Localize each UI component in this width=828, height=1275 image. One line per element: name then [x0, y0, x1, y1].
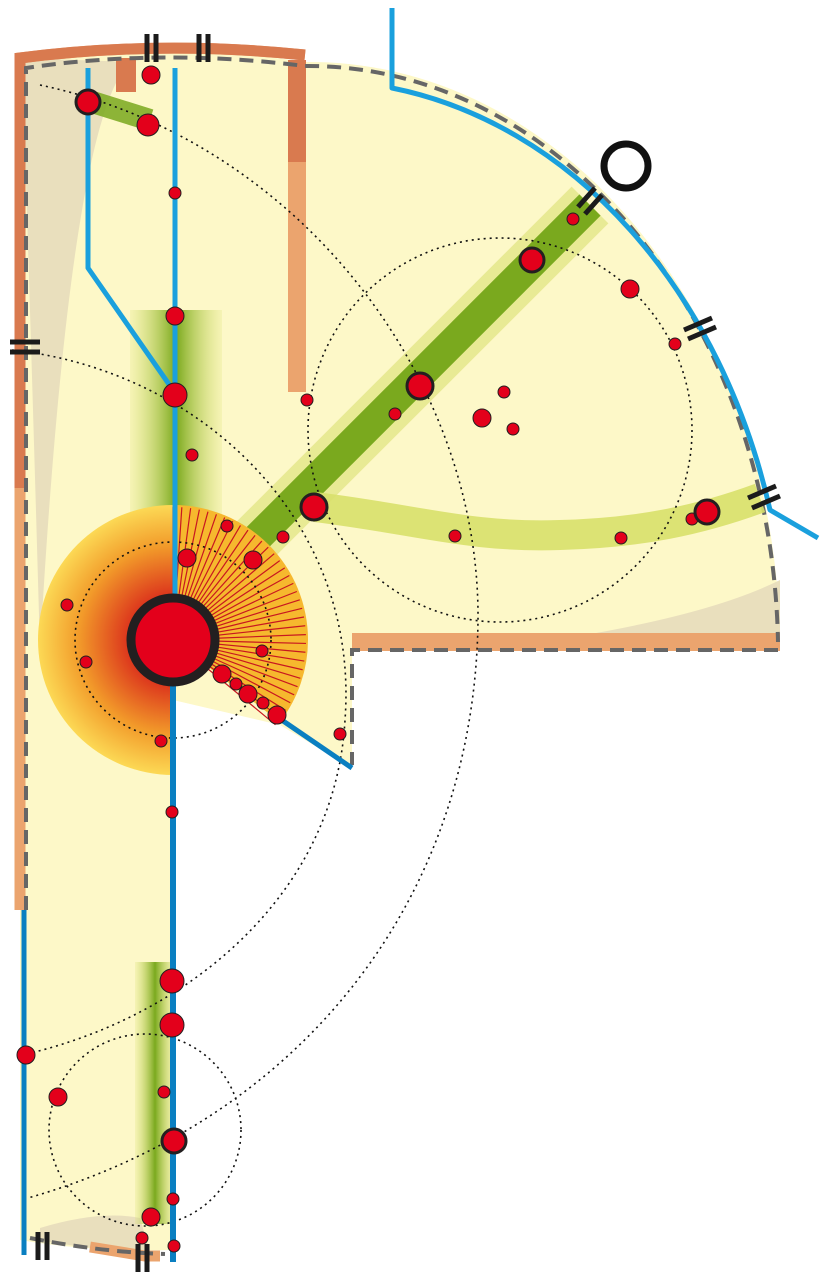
- halo-ray: [207, 574, 290, 622]
- halo-ray: [195, 529, 249, 608]
- red-node-icon: [136, 113, 160, 137]
- halo-ray: [197, 534, 256, 609]
- gates: [10, 34, 781, 1272]
- halo-ray: [211, 607, 303, 632]
- red-node-icon: [160, 1127, 188, 1155]
- halo-ray: [211, 648, 303, 671]
- red-node-icon: [693, 498, 721, 526]
- red-node-icon: [518, 246, 546, 274]
- gate-icon: [683, 315, 717, 342]
- small-red-node-icon: [256, 696, 270, 710]
- nodes: [16, 65, 721, 1253]
- halo-ray: [212, 633, 306, 639]
- halo-ray: [212, 625, 306, 637]
- halo-ray: [185, 514, 217, 603]
- small-red-node-icon: [497, 385, 511, 399]
- red-node-icon: [159, 1012, 185, 1038]
- radius-circle-east: [307, 237, 693, 623]
- red-node-icon: [299, 492, 329, 522]
- radius-circle-centre: [74, 541, 272, 739]
- small-red-node-icon: [165, 306, 185, 326]
- gate-icon: [576, 186, 604, 216]
- small-red-node-icon: [167, 1239, 181, 1253]
- halo-ray: [212, 640, 306, 645]
- small-red-node-icon: [238, 684, 258, 704]
- small-red-node-icon: [620, 279, 640, 299]
- red-node-icon: [405, 371, 435, 401]
- shade-right: [520, 580, 780, 645]
- small-red-node-icon: [48, 1087, 68, 1107]
- red-node-icon: [74, 88, 102, 116]
- gate-icon: [747, 483, 781, 511]
- gate-icon: [10, 339, 40, 355]
- small-red-node-icon: [141, 1207, 161, 1227]
- small-red-node-icon: [267, 705, 287, 725]
- shade-bottom: [40, 1215, 150, 1252]
- red-node-icon: [159, 968, 185, 994]
- waterway-west-north: [85, 68, 176, 392]
- small-red-node-icon: [300, 393, 314, 407]
- halo-ray: [208, 582, 294, 624]
- large-red-node-icon: [126, 593, 220, 687]
- small-red-node-icon: [157, 1085, 171, 1099]
- small-red-node-icon: [506, 422, 520, 436]
- small-red-node-icon: [135, 1231, 149, 1245]
- small-red-node-icon: [185, 448, 199, 462]
- halo-ray: [210, 653, 298, 688]
- small-red-node-icon: [229, 677, 243, 691]
- halo-ray: [210, 599, 300, 629]
- halo-ray: [203, 553, 275, 615]
- gate-icon: [135, 1244, 150, 1272]
- small-red-node-icon: [614, 531, 628, 545]
- small-red-node-icon: [79, 655, 93, 669]
- centre-halo: [38, 505, 308, 775]
- small-red-node-icon: [566, 212, 580, 226]
- small-red-node-icon: [177, 548, 197, 568]
- waterways: [21, 8, 820, 1262]
- halo-ray: [210, 590, 298, 626]
- gate-icon: [35, 1232, 50, 1260]
- small-red-node-icon: [220, 519, 234, 533]
- small-red-node-icon: [154, 734, 168, 748]
- small-red-node-icon: [16, 1045, 36, 1065]
- small-red-node-icon: [212, 664, 232, 684]
- radius-arc-outer: [27, 84, 479, 1199]
- small-red-node-icon: [255, 644, 269, 658]
- small-red-node-icon: [168, 186, 182, 200]
- small-red-node-icon: [276, 530, 290, 544]
- halo-ray: [190, 520, 234, 605]
- halo-ray: [187, 517, 226, 604]
- open-ring-icon: [600, 140, 652, 192]
- radius-circle-south: [48, 1033, 242, 1227]
- waterway-northeast: [389, 8, 820, 541]
- halo-ray: [212, 616, 305, 634]
- small-red-node-icon: [333, 727, 347, 741]
- small-red-node-icon: [668, 337, 682, 351]
- shade-top-left: [22, 58, 130, 650]
- small-red-node-icon: [472, 408, 492, 428]
- halo-ray: [209, 655, 295, 696]
- small-red-node-icon: [60, 598, 74, 612]
- gate-icon: [196, 34, 211, 62]
- gate-icon: [144, 34, 159, 62]
- boundary-line: [24, 55, 780, 1256]
- red-node-icon: [162, 382, 188, 408]
- halo-ray: [206, 567, 286, 619]
- small-red-node-icon: [448, 529, 462, 543]
- halo-ray: [211, 650, 301, 679]
- small-red-node-icon: [166, 1192, 180, 1206]
- small-red-node-icon: [141, 65, 161, 85]
- halo-ray: [192, 525, 242, 606]
- small-red-node-icon: [165, 805, 179, 819]
- small-red-node-icon: [388, 407, 402, 421]
- small-red-node-icon: [243, 550, 263, 570]
- halo-ray: [204, 560, 281, 617]
